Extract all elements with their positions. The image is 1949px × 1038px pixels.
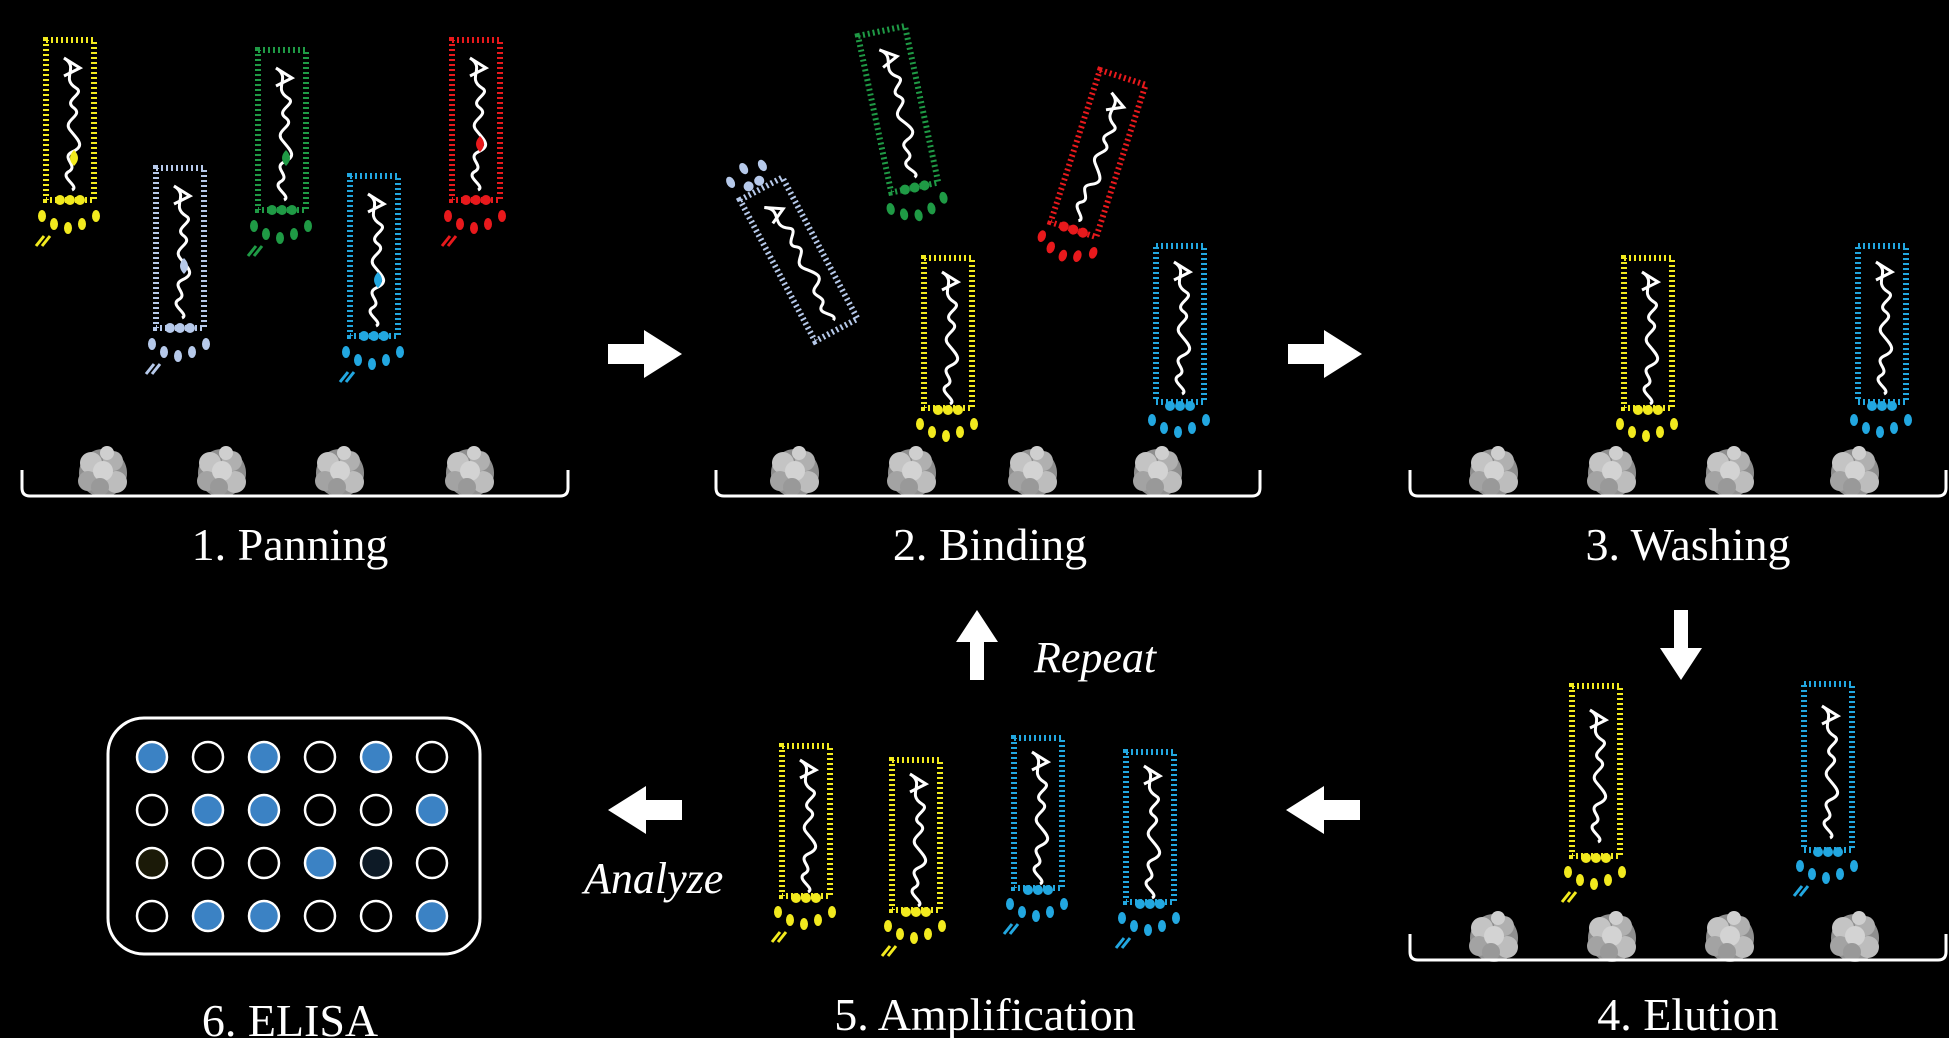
elisa-well-empty	[415, 740, 449, 774]
step-label-amplification: 5. Amplification	[834, 989, 1136, 1038]
phage-blue-amplified	[1114, 749, 1180, 949]
elisa-plate	[106, 716, 482, 956]
elisa-well-empty	[135, 899, 169, 933]
analyze-label: Analyze	[581, 854, 723, 903]
panel-binding: 2. Binding	[714, 22, 1262, 570]
plate-surface	[1408, 911, 1948, 962]
panel-amplification: 5. Amplification	[770, 735, 1180, 1038]
phage-yellow-amplified	[770, 743, 836, 943]
phage-yellow-free	[1560, 683, 1626, 903]
elisa-well-filled	[247, 793, 281, 827]
phage-yellow-amplified	[880, 757, 946, 957]
elisa-wells	[135, 740, 449, 933]
elisa-well-filled	[415, 793, 449, 827]
phage-yellow-bound	[916, 255, 978, 442]
elisa-well-empty	[303, 740, 337, 774]
elisa-well-empty	[303, 793, 337, 827]
phage-lavender-tilted	[726, 159, 862, 346]
elisa-well-filled	[191, 793, 225, 827]
arrow-right-icon	[1288, 330, 1362, 378]
elisa-well-filled	[191, 899, 225, 933]
arrow-down-icon	[1660, 610, 1702, 680]
arrow-up-icon	[956, 610, 998, 680]
elisa-well-empty	[359, 793, 393, 827]
step-label-elution: 4. Elution	[1597, 989, 1778, 1038]
panel-elisa: 6. ELISA	[106, 716, 482, 1038]
phage-blue-amplified	[1002, 735, 1068, 935]
elisa-well-filled	[247, 899, 281, 933]
elisa-well-empty	[191, 740, 225, 774]
elisa-well-dark	[359, 846, 393, 880]
step-label-binding: 2. Binding	[893, 519, 1087, 570]
elisa-well-empty	[415, 846, 449, 880]
phage-yellow	[34, 37, 100, 247]
plate-surface	[714, 446, 1262, 498]
elisa-well-filled	[303, 846, 337, 880]
step-label-washing: 3. Washing	[1585, 519, 1790, 570]
phage-green	[246, 47, 312, 257]
phage-red-tilted	[1037, 66, 1150, 262]
phage-lavender	[144, 165, 210, 375]
elisa-well-empty	[135, 793, 169, 827]
arrow-left-icon	[608, 786, 682, 834]
elisa-well-olive	[135, 846, 169, 880]
panel-elution: 4. Elution	[1408, 681, 1948, 1038]
elisa-well-empty	[359, 899, 393, 933]
phage-red	[440, 37, 506, 247]
step-label-panning: 1. Panning	[192, 519, 389, 570]
elisa-well-filled	[415, 899, 449, 933]
elisa-well-empty	[191, 846, 225, 880]
phage-blue-free	[1792, 681, 1858, 897]
elisa-well-empty	[303, 899, 337, 933]
panel-panning: 1. Panning	[20, 37, 570, 570]
phage-yellow-bound	[1616, 255, 1678, 442]
phage-blue-bound	[1148, 243, 1210, 438]
elisa-well-filled	[135, 740, 169, 774]
panel-washing: 3. Washing	[1408, 243, 1948, 570]
elisa-well-filled	[247, 740, 281, 774]
elisa-well-empty	[247, 846, 281, 880]
arrow-right-icon	[608, 330, 682, 378]
phage-blue	[338, 173, 404, 383]
plate-surface	[1408, 446, 1948, 498]
phage-blue-bound	[1850, 243, 1912, 438]
repeat-label: Repeat	[1033, 633, 1158, 682]
elisa-well-filled	[359, 740, 393, 774]
step-label-elisa: 6. ELISA	[202, 995, 378, 1038]
plate-surface	[20, 446, 570, 498]
arrow-left-icon	[1286, 786, 1360, 834]
phage-green-tilted	[854, 22, 948, 222]
